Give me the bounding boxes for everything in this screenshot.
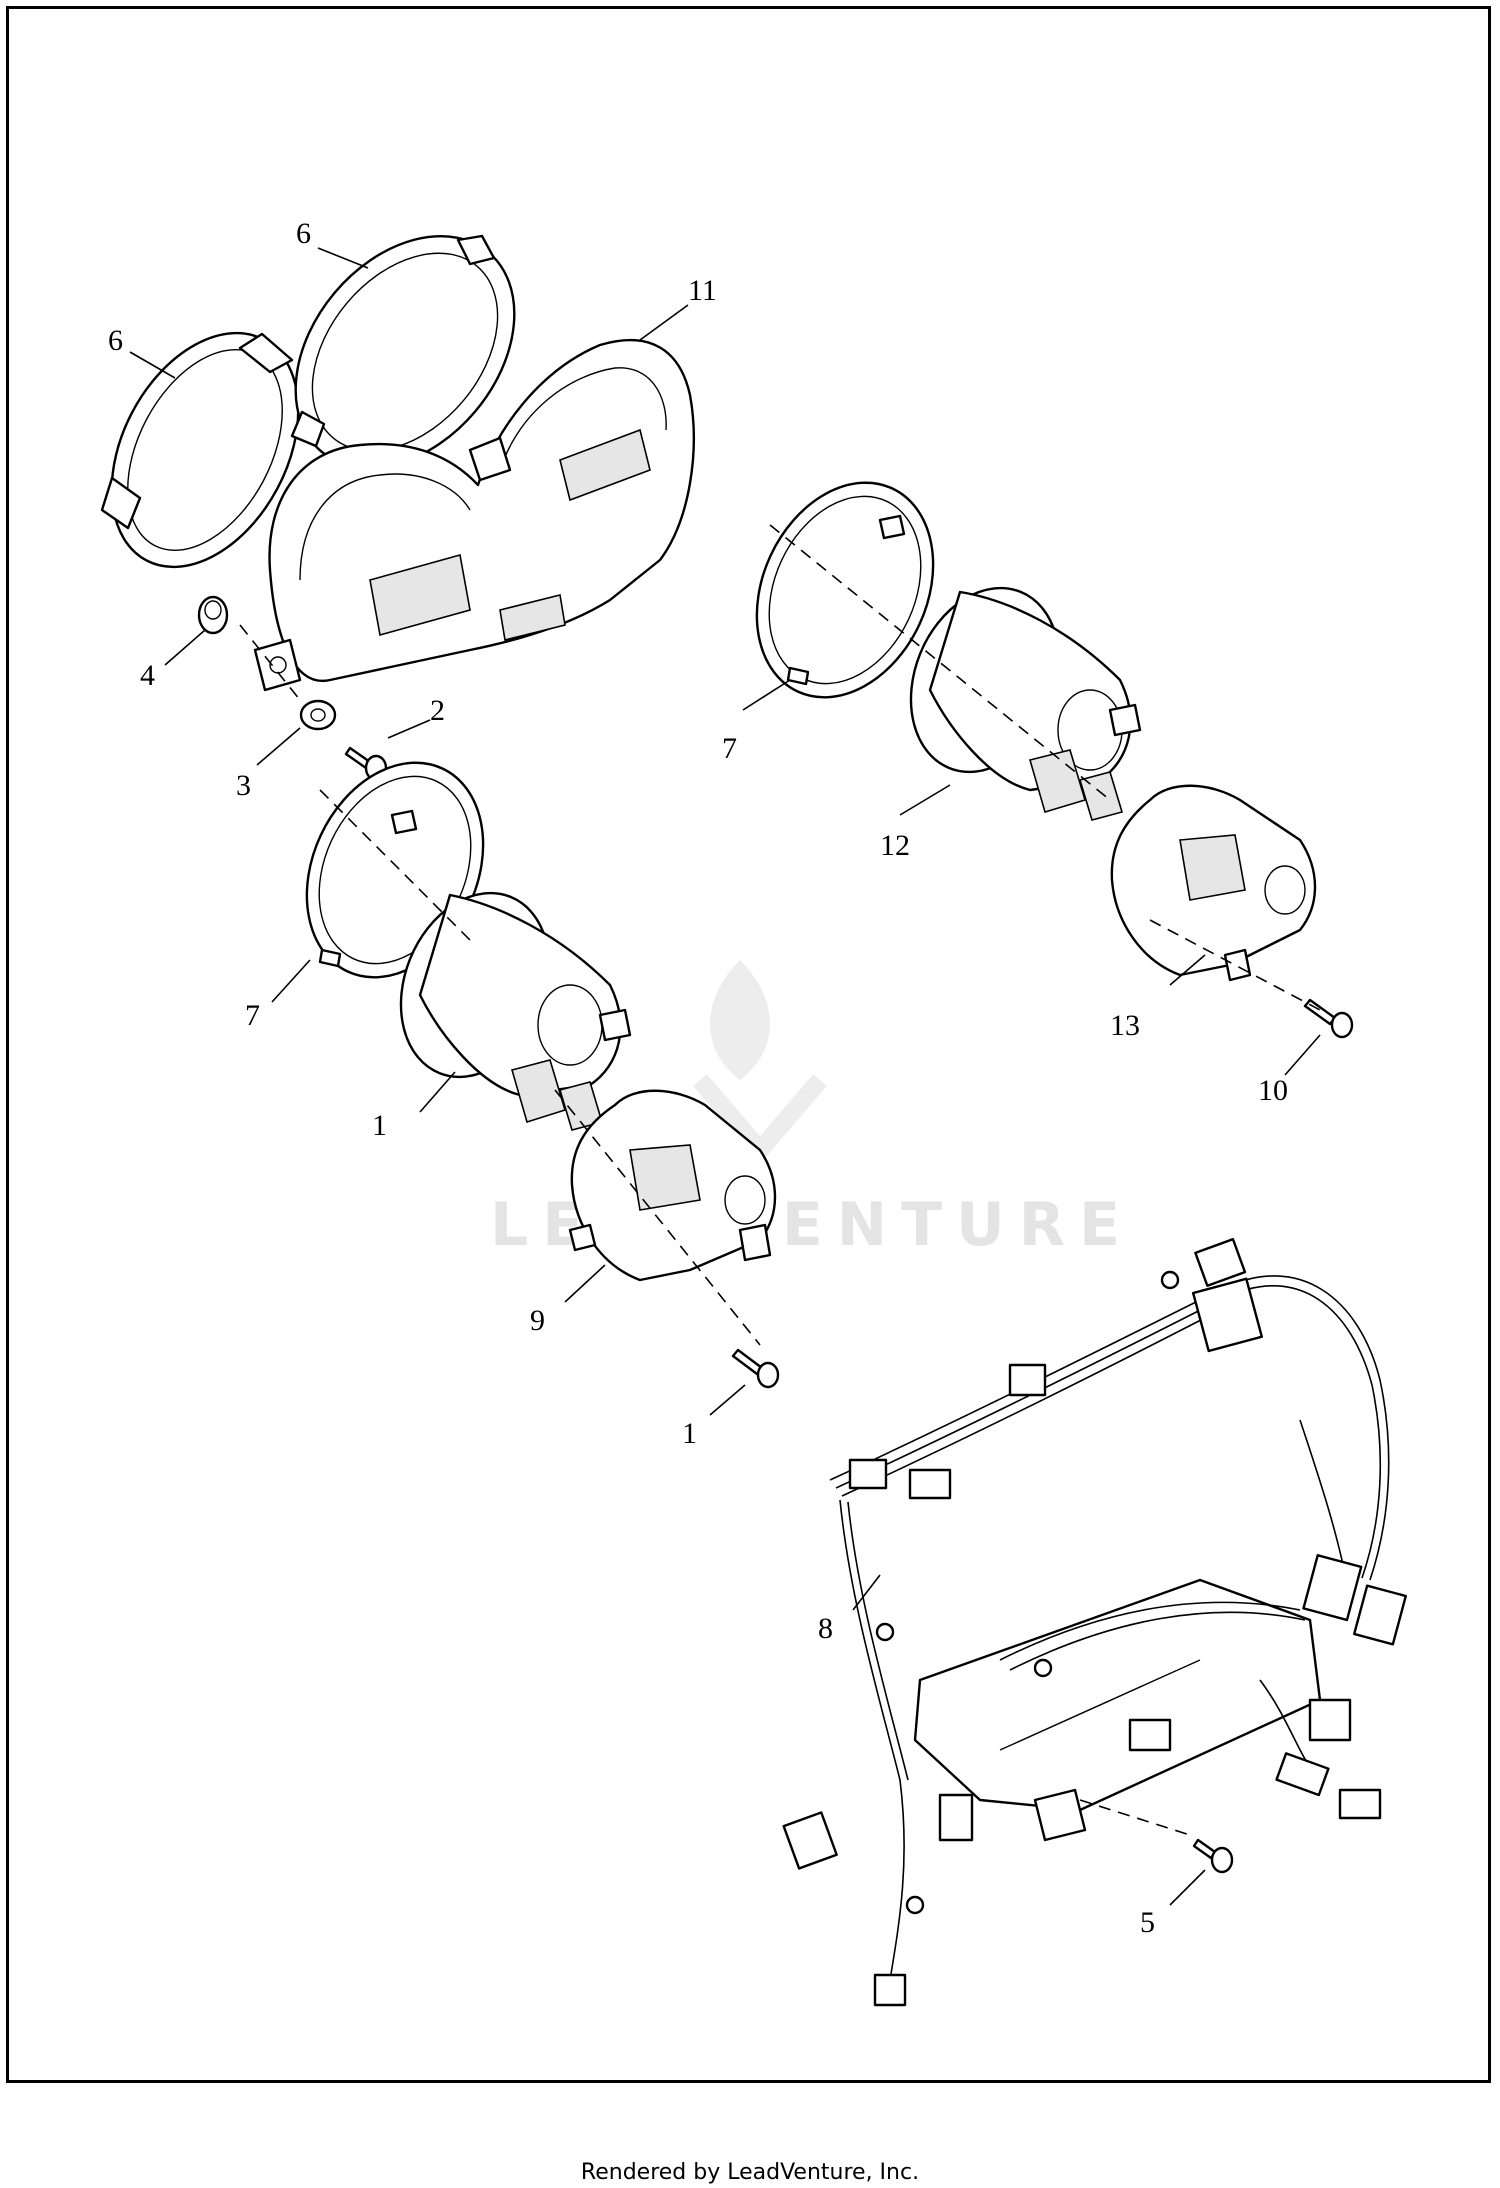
- footer-credit: Rendered by LeadVenture, Inc.: [580, 2160, 920, 2185]
- grommet: [197, 595, 229, 635]
- callout-label: 6: [296, 217, 311, 250]
- callout-label: 12: [880, 829, 910, 862]
- diagram-frame: [6, 6, 1491, 2083]
- wiring-harness: [782, 1237, 1407, 2007]
- callout-label: 7: [245, 999, 260, 1032]
- callout-label: 6: [108, 324, 123, 357]
- callout-label: 10: [1258, 1074, 1288, 1107]
- lens-ring-right: [290, 234, 516, 470]
- exploded-parts-diagram: LEADVENTURE: [100, 217, 1407, 2007]
- callout-label: 1: [682, 1417, 697, 1450]
- callout-label: 4: [140, 659, 155, 692]
- screw-harness: [1192, 1838, 1234, 1874]
- callout-label: 1: [372, 1109, 387, 1142]
- callout-labels: 6 6 11 4 3 2 7 12 7 13 10 1 9 1 8 5: [108, 217, 1288, 1939]
- callout-label: 11: [688, 274, 717, 307]
- gauge-housing-left: [568, 1089, 777, 1282]
- instrument-housing: [253, 338, 695, 692]
- gauge-housing-right: [1110, 784, 1317, 982]
- callout-label: 13: [1110, 1009, 1140, 1042]
- gauge-left: [399, 891, 632, 1131]
- callout-label: 7: [722, 732, 737, 765]
- callout-label: 9: [530, 1304, 545, 1337]
- callout-label: 5: [1140, 1906, 1155, 1939]
- callout-label: 8: [818, 1612, 833, 1645]
- gauge-right: [909, 586, 1142, 821]
- alignment-lines: [239, 524, 1321, 1836]
- gasket-right: [755, 481, 935, 699]
- leader-lines: [129, 247, 1321, 1906]
- spacer: [299, 699, 337, 731]
- lens-ring-left: [100, 331, 300, 569]
- screw-left: [731, 1348, 780, 1389]
- callout-label: 3: [236, 769, 251, 802]
- callout-label: 2: [430, 694, 445, 727]
